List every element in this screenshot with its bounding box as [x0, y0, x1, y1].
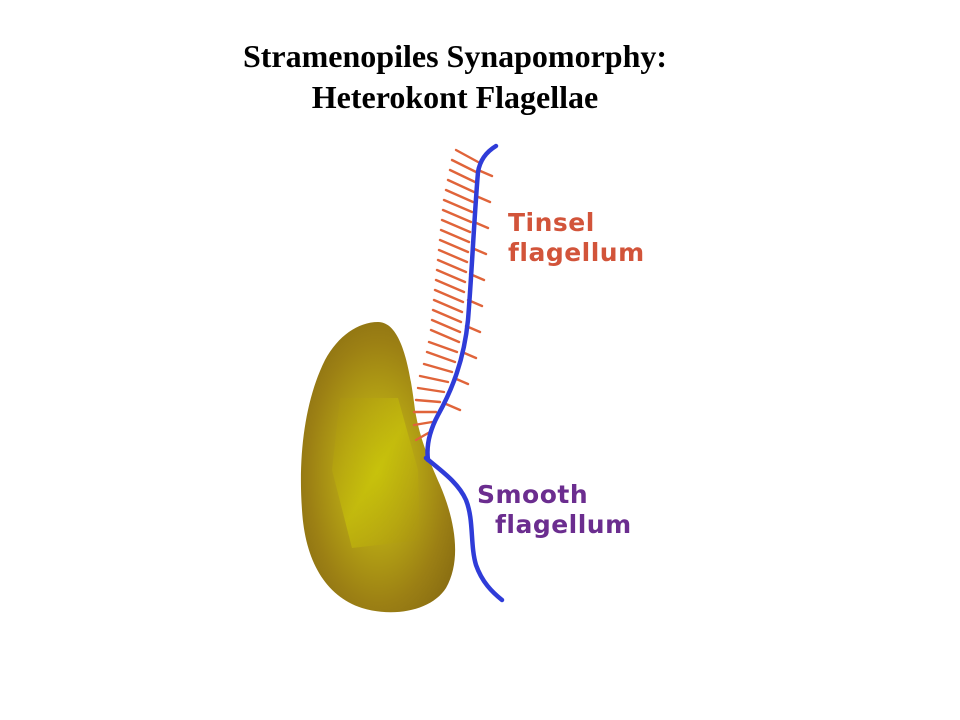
tinsel-label-line-1: Tinsel	[508, 208, 595, 237]
smooth-flagellum	[423, 455, 505, 603]
title-line-2: Heterokont Flagellae	[311, 79, 599, 115]
cell-highlight	[332, 398, 420, 548]
smooth-label-line-1: Smooth	[477, 480, 589, 509]
tinsel-flagellum	[425, 143, 499, 463]
smooth-flagellum-label: Smooth flagellum	[477, 480, 632, 540]
smooth-label-line-2: flagellum	[495, 510, 632, 539]
tinsel-flagellum-label: Tinsel flagellum	[508, 208, 645, 268]
tinsel-label-line-2: flagellum	[508, 238, 645, 267]
slide-title: Stramenopiles Synapomorphy: Heterokont F…	[0, 36, 910, 118]
title-line-1: Stramenopiles Synapomorphy:	[242, 38, 668, 74]
mastigonemes	[412, 148, 494, 442]
